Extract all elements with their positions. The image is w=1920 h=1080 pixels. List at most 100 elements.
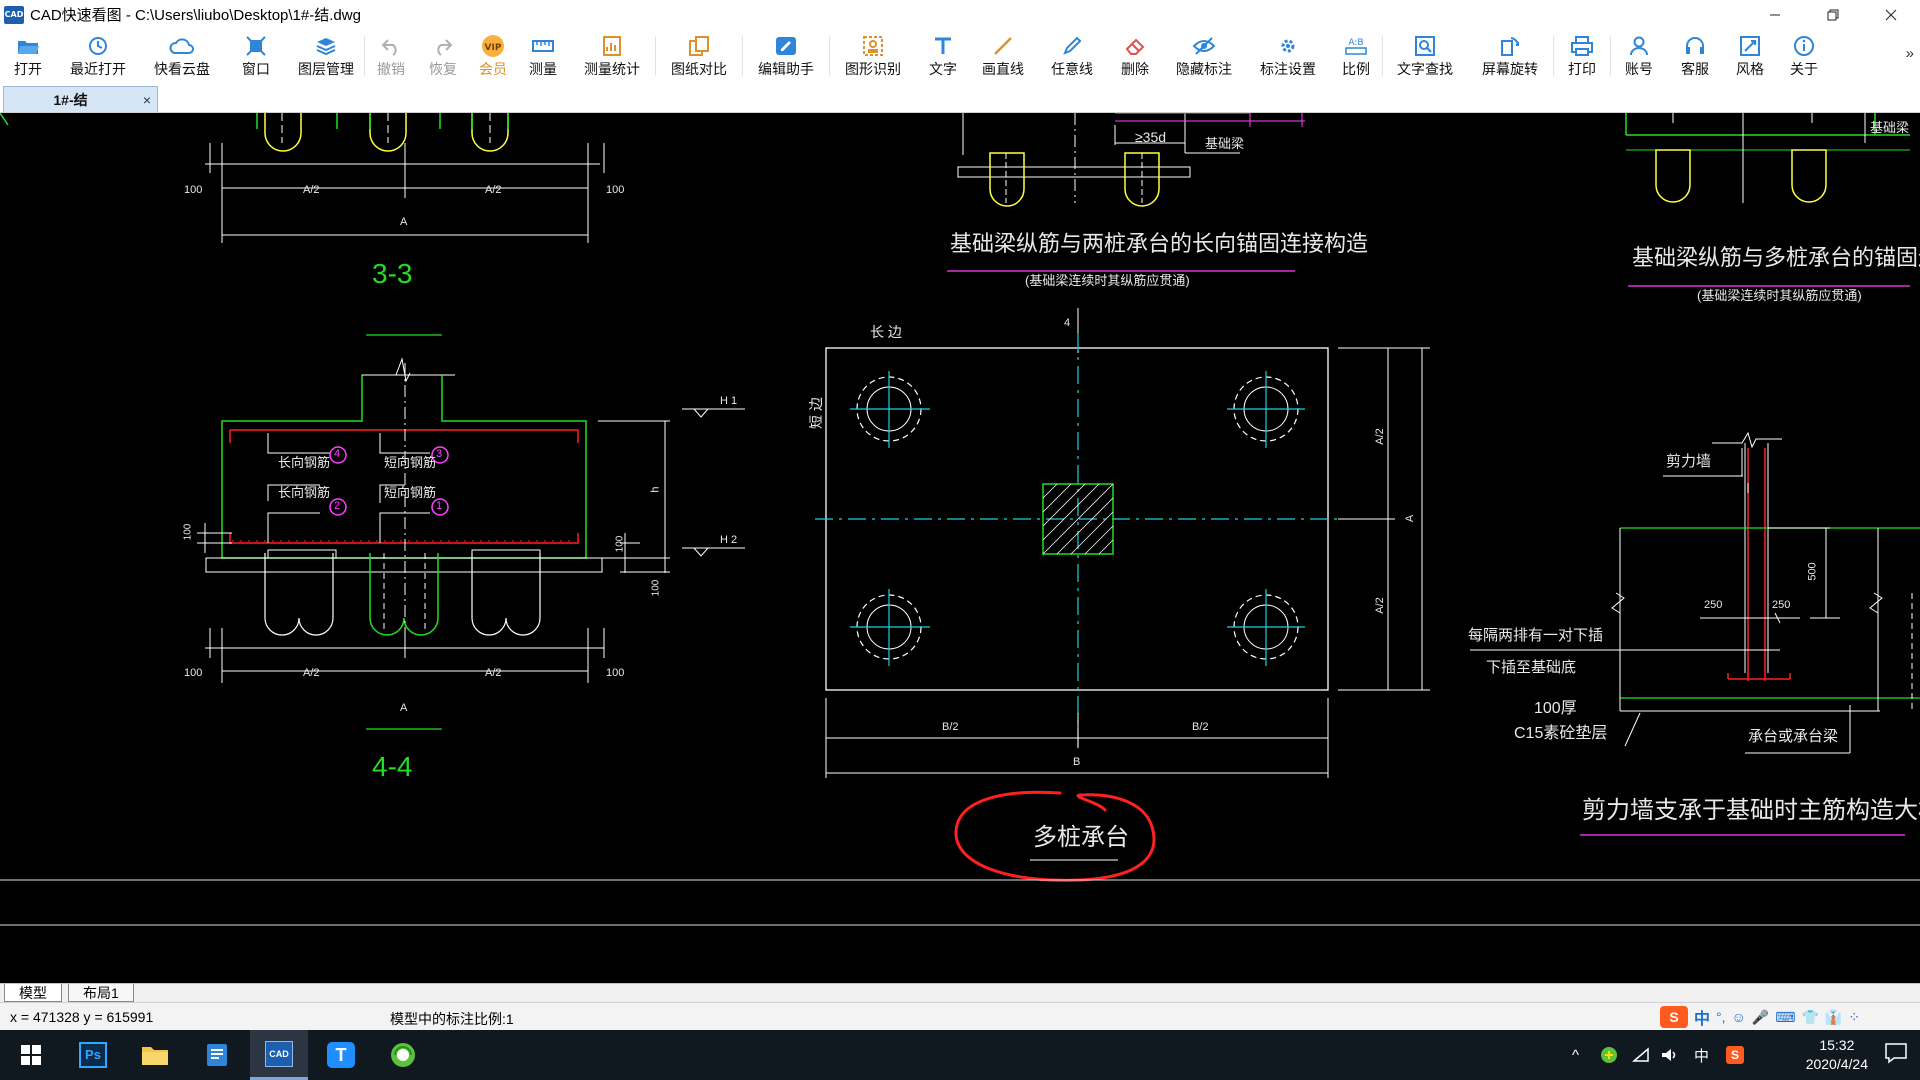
tray-360-icon[interactable] <box>1600 1030 1618 1080</box>
close-window-button[interactable] <box>1862 0 1920 29</box>
detail-title-two-pile: 基础梁纵筋与两桩承台的长向锚固连接构造 <box>950 231 1369 256</box>
ime-keyboard-icon[interactable]: ⌨ <box>1775 1008 1796 1025</box>
account-button[interactable]: 账号 <box>1611 29 1667 83</box>
redo-button[interactable]: 恢复 <box>417 29 469 83</box>
cad-drawing <box>0 113 1920 926</box>
style-icon <box>1737 34 1763 58</box>
cloud-drive-button[interactable]: 快看云盘 <box>140 29 224 83</box>
annotation-settings-button[interactable]: 标注设置 <box>1246 29 1330 83</box>
notepad-icon <box>207 1044 227 1066</box>
start-button[interactable] <box>2 1030 60 1080</box>
taskbar-clock[interactable]: 15:32 2020/4/24 <box>1806 1036 1868 1074</box>
measure-button[interactable]: 测量 <box>517 29 569 83</box>
ime-punctuation[interactable]: °, <box>1716 1009 1726 1025</box>
ime-voice-icon[interactable]: 🎤 <box>1751 1008 1770 1025</box>
scale-button[interactable]: A:B 比例 <box>1330 29 1382 83</box>
tray-network-icon[interactable] <box>1632 1030 1650 1080</box>
freehand-line-button[interactable]: 任意线 <box>1036 29 1108 83</box>
rebar-mark-3: 3 <box>436 448 443 460</box>
recent-open-button[interactable]: 最近打开 <box>56 29 140 83</box>
annotation-scale: 模型中的标注比例:1 <box>390 1011 514 1027</box>
two-pile-anchor-detail-graphic <box>947 113 1305 272</box>
rebar-label-short: 短向钢筋 <box>384 455 437 470</box>
measure-stats-button[interactable]: 测量统计 <box>569 29 655 83</box>
tab-model[interactable]: 模型 <box>4 984 62 1002</box>
draw-line-button[interactable]: 画直线 <box>970 29 1036 83</box>
vip-button[interactable]: VIP 会员 <box>469 29 517 83</box>
text-search-button[interactable]: 文字查找 <box>1383 29 1467 83</box>
shear-wall-detail-title: 剪力墙支承于基础时主筋构造大样 <box>1582 797 1920 824</box>
multi-pile-cap-plan-graphic <box>815 308 1430 861</box>
vip-badge-text: VIP <box>485 43 502 53</box>
windows-start-icon <box>21 1045 41 1065</box>
tab-close-button[interactable]: × <box>142 91 152 108</box>
minimize-icon <box>1770 14 1780 15</box>
tab-document[interactable]: 1#-结 × <box>3 86 158 112</box>
toolbar-more-button[interactable]: » <box>1905 45 1914 62</box>
dim-label: A/2 <box>303 184 320 196</box>
delete-button[interactable]: 删除 <box>1108 29 1162 83</box>
undo-button[interactable]: 撤销 <box>365 29 417 83</box>
dim-label: A/2 <box>303 667 320 679</box>
rebar-label-short: 短向钢筋 <box>384 485 437 500</box>
detail-subtitle-two-pile: (基础梁连续时其纵筋应贯通) <box>1025 273 1190 288</box>
ime-tools-icon[interactable]: 👔 <box>1824 1008 1843 1025</box>
layer-manager-button[interactable]: 图层管理 <box>288 29 364 83</box>
taskbar-photoshop[interactable]: Ps <box>64 1030 122 1080</box>
rotate-screen-button[interactable]: 屏幕旋转 <box>1467 29 1553 83</box>
detail-subtitle-multi-pile: (基础梁连续时其纵筋应贯通) <box>1697 288 1862 303</box>
compare-icon <box>686 34 712 58</box>
notification-center-button[interactable] <box>1884 1042 1910 1066</box>
print-button[interactable]: 打印 <box>1554 29 1610 83</box>
tray-sogou-icon[interactable]: S <box>1726 1030 1744 1080</box>
toolbar-separator <box>1553 36 1554 76</box>
cushion-note: 100厚 <box>1534 700 1577 717</box>
drawing-compare-button[interactable]: 图纸对比 <box>656 29 742 83</box>
ime-emoji-icon[interactable]: ☺ <box>1731 1009 1746 1025</box>
text-app-icon: T <box>327 1042 355 1068</box>
taskbar-text-app[interactable]: T <box>312 1030 370 1080</box>
clock-time: 15:32 <box>1819 1037 1855 1053</box>
restore-button[interactable] <box>1804 0 1862 29</box>
tab-layout1[interactable]: 布局1 <box>68 984 134 1002</box>
window-controls <box>1746 0 1920 29</box>
tray-ime-language[interactable]: 中 <box>1694 1047 1710 1065</box>
taskbar-browser[interactable] <box>374 1030 432 1080</box>
eraser-icon <box>1122 34 1148 58</box>
dim-label: 100 <box>614 535 626 553</box>
minimize-button[interactable] <box>1746 0 1804 29</box>
cloud-icon <box>169 34 195 58</box>
about-button[interactable]: 关于 <box>1777 29 1831 83</box>
dim-label: 100 <box>650 579 662 597</box>
taskbar-cad-viewer[interactable]: CAD <box>250 1030 308 1080</box>
drawing-canvas[interactable]: 3-3 4-4 100 A/2 A/2 100 A 100 A/2 A/2 10… <box>0 113 1920 983</box>
shape-recognize-button[interactable]: 图形识别 <box>830 29 916 83</box>
dim-label: B/2 <box>942 721 959 733</box>
cursor-coordinates: x = 471328 y = 615991 <box>10 1009 154 1025</box>
ime-menu-icon[interactable]: ⁘ <box>1848 1008 1861 1025</box>
hide-annotation-button[interactable]: 隐藏标注 <box>1162 29 1246 83</box>
recent-clock-icon <box>85 34 111 58</box>
rebar-mark-4: 4 <box>334 448 341 460</box>
open-button[interactable]: 打开 <box>0 29 56 83</box>
ime-chinese-mode[interactable]: 中 <box>1694 1011 1711 1028</box>
clock-date: 2020/4/24 <box>1805 1056 1868 1072</box>
axis-label: 4 <box>1064 317 1071 329</box>
text-button[interactable]: 文字 <box>916 29 970 83</box>
dim-label: A/2 <box>1373 597 1386 614</box>
shear-wall-label: 剪力墙 <box>1666 453 1712 470</box>
sogou-ime-icon[interactable]: S <box>1660 1006 1688 1028</box>
multi-pile-anchor-detail-graphic <box>1625 113 1910 287</box>
edit-assistant-button[interactable]: 编辑助手 <box>743 29 829 83</box>
window-icon <box>243 34 269 58</box>
beam-label: 基础梁 <box>1205 136 1245 151</box>
measure-stats-icon <box>599 34 625 58</box>
taskbar-notepad-app[interactable] <box>188 1030 246 1080</box>
taskbar-file-explorer[interactable] <box>126 1030 184 1080</box>
tray-overflow-button[interactable]: ^ <box>1572 1046 1580 1064</box>
window-button[interactable]: 窗口 <box>224 29 288 83</box>
ime-skin-icon[interactable]: 👕 <box>1801 1008 1819 1025</box>
style-button[interactable]: 风格 <box>1723 29 1777 83</box>
customer-service-button[interactable]: 客服 <box>1667 29 1723 83</box>
tray-volume-icon[interactable] <box>1660 1030 1678 1080</box>
